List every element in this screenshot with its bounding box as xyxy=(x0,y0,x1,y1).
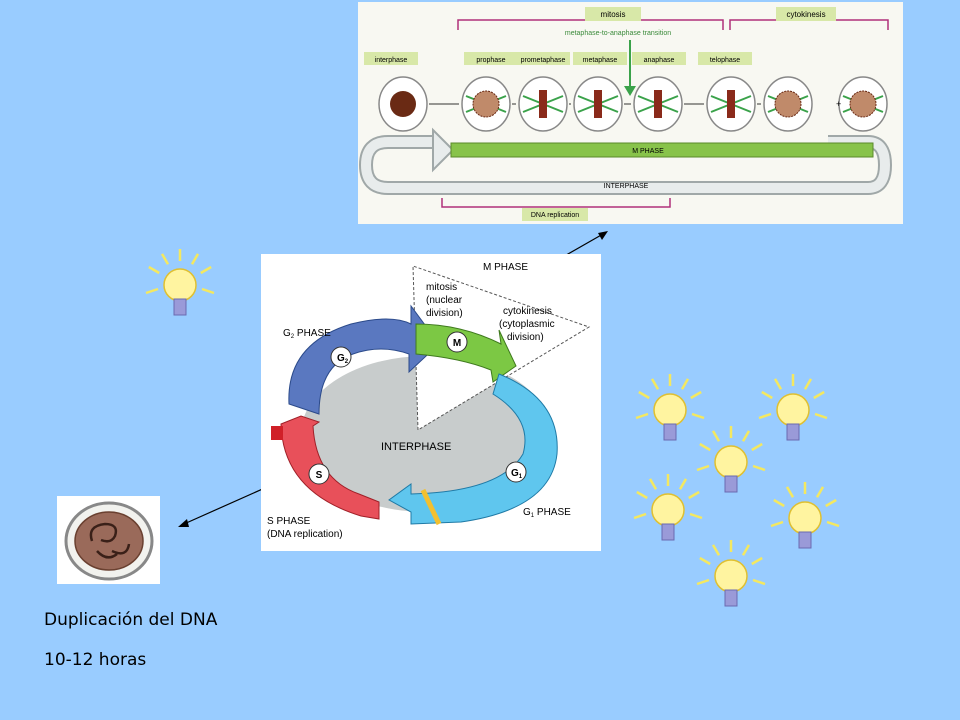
interphase-area xyxy=(301,356,551,512)
lightbulb-icon xyxy=(696,426,766,493)
cell xyxy=(763,76,813,132)
g1-phase-title: G1 PHASE xyxy=(523,507,571,519)
cell-cycle-figure: G2 M G1 S M PHASE mitosis (nuclear divisio… xyxy=(261,254,601,551)
g2-badge-text: G2 xyxy=(337,353,349,365)
g2-badge xyxy=(330,346,352,368)
s-badge-text: S xyxy=(316,470,323,481)
mitosis-label-box xyxy=(585,7,641,21)
cell xyxy=(461,76,511,132)
dna-bracket xyxy=(441,198,671,208)
stage-label: anaphase xyxy=(644,57,675,64)
cell xyxy=(573,76,623,132)
lightbulb-icon xyxy=(770,482,840,549)
lightbulb-icon xyxy=(633,474,703,541)
arrow-to-nucleus xyxy=(183,482,277,525)
cell xyxy=(633,76,683,132)
cytokinesis-header: cytokinesis xyxy=(786,10,825,19)
lightbulb-icon xyxy=(696,540,766,607)
m-phase-bar xyxy=(450,142,874,158)
g1-badge-text: G1 xyxy=(511,468,523,480)
m-phase-label: M PHASE xyxy=(632,148,664,155)
lightbulb-icon xyxy=(145,249,215,316)
cell-cycle-svg: G2 M G1 S M PHASE mitosis (nuclear divisio… xyxy=(267,262,591,540)
stage-label-box xyxy=(364,52,418,65)
dna-label-box xyxy=(522,208,588,221)
cytokinesis-line: (cytoplasmic xyxy=(499,319,555,330)
lightbulb-icon xyxy=(635,374,705,441)
cytokinesis-line: division) xyxy=(507,332,544,343)
stage-label-box xyxy=(464,52,518,65)
mitosis-stages-svg: mitosis cytokinesis metaphase-to-anaphas… xyxy=(358,7,893,221)
cell xyxy=(518,76,568,132)
s-badge xyxy=(308,463,330,485)
cell xyxy=(706,76,756,132)
transition-arrowhead xyxy=(624,86,636,96)
nucleus-icon xyxy=(64,501,154,581)
mitosis-header: mitosis xyxy=(601,10,626,19)
stage-label-box xyxy=(698,52,752,65)
mitosis-line: mitosis xyxy=(426,282,457,293)
interphase-title: INTERPHASE xyxy=(381,441,451,453)
caption-duration: 10-12 horas xyxy=(44,650,147,670)
m-badge xyxy=(446,331,468,353)
s-phase-title: S PHASE (DNA replication) xyxy=(267,516,343,540)
stage-label: prophase xyxy=(476,57,505,64)
stage-label: interphase xyxy=(375,57,408,64)
cell xyxy=(838,76,888,132)
m-phase-title: M PHASE xyxy=(483,262,528,273)
nucleus-image xyxy=(57,496,160,584)
cytokinesis-lines: cytokinesis (cytoplasmic division) xyxy=(499,306,555,343)
transition-label: metaphase-to-anaphase transition xyxy=(565,30,671,37)
stage-label: metaphase xyxy=(583,57,618,64)
checkpoint-bar xyxy=(420,488,442,526)
s-arc xyxy=(280,415,380,520)
loop-arrowhead xyxy=(432,127,455,173)
arrow-to-top-figure-head xyxy=(598,231,608,240)
lightbulb-icon xyxy=(758,374,828,441)
mitosis-stages-figure: mitosis cytokinesis metaphase-to-anaphas… xyxy=(358,2,903,224)
stage-label-box xyxy=(632,52,686,65)
plus-sign: + xyxy=(836,99,841,109)
s-phase-line: S PHASE xyxy=(267,516,311,527)
s-block xyxy=(271,426,283,440)
stage-label: telophase xyxy=(710,57,740,64)
mitosis-line: (nuclear xyxy=(426,295,463,306)
g1-arc xyxy=(388,373,558,525)
cycle-loop-inner xyxy=(360,137,891,193)
s-phase-line: (DNA replication) xyxy=(267,529,343,540)
cytokinesis-label-box xyxy=(776,7,836,21)
interphase-label: INTERPHASE xyxy=(604,183,649,190)
mitosis-lines: mitosis (nuclear division) xyxy=(426,282,463,319)
m-badge-text: M xyxy=(453,338,461,349)
g2-phase-title: G2 PHASE xyxy=(283,328,331,340)
stage-label: prometaphase xyxy=(521,57,566,64)
stage-label-box xyxy=(573,52,627,65)
caption-duplication: Duplicación del DNA xyxy=(44,610,218,630)
stage-label-box xyxy=(516,52,570,65)
cell xyxy=(378,76,428,132)
m-arc xyxy=(415,323,517,383)
arrow-to-nucleus-head xyxy=(178,519,189,527)
mitosis-line: division) xyxy=(426,308,463,319)
cytokinesis-line: cytokinesis xyxy=(503,306,552,317)
dna-replication-label: DNA replication xyxy=(531,212,579,219)
g1-badge xyxy=(505,461,527,483)
